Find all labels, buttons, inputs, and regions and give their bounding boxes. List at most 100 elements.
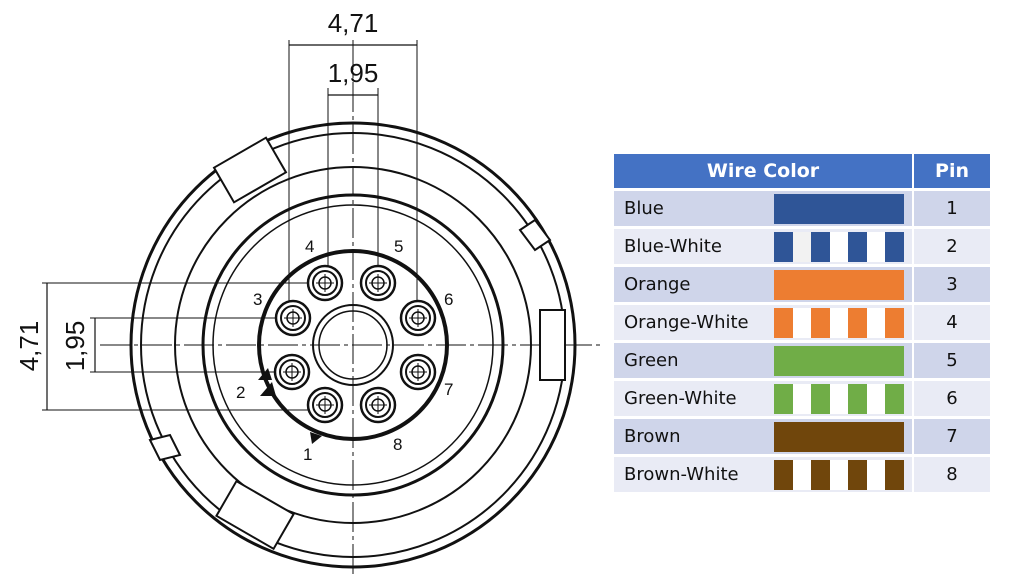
- wire-swatch-cell: [774, 267, 912, 302]
- wire-swatch-cell: [774, 343, 912, 378]
- wire-color-swatch: [774, 383, 905, 414]
- center-bore-inner: [318, 310, 388, 380]
- notch: [518, 218, 552, 252]
- table-row: Orange-White 4: [614, 305, 990, 340]
- swatch-stripe: [829, 459, 849, 490]
- swatch-fill: [774, 269, 904, 300]
- swatch-stripe: [848, 459, 867, 490]
- wire-name: Brown-White: [614, 457, 774, 492]
- pin-1: [306, 386, 344, 424]
- swatch-stripe: [885, 383, 905, 414]
- pin-7: [399, 353, 437, 391]
- pin-label-3: 3: [253, 290, 262, 309]
- wire-name: Green-White: [614, 381, 774, 416]
- swatch-stripe: [866, 307, 886, 338]
- coding-arrow: [260, 382, 276, 396]
- pin-number: 6: [912, 381, 990, 416]
- wire-swatch-cell: [774, 191, 912, 226]
- wire-swatch-cell: [774, 381, 912, 416]
- pin-number: 3: [912, 267, 990, 302]
- wire-color-swatch: [774, 193, 904, 224]
- swatch-stripe: [811, 459, 830, 490]
- wire-name: Orange: [614, 267, 774, 302]
- pin-label-2: 2: [236, 383, 245, 402]
- pin-label-4: 4: [305, 237, 314, 256]
- swatch-stripe: [848, 231, 867, 262]
- outer-ring: [129, 121, 577, 569]
- latch: [212, 136, 288, 204]
- table-row: Green 5: [614, 343, 990, 378]
- table-row: Blue 1: [614, 191, 990, 226]
- header-pin: Pin: [912, 154, 990, 188]
- pin-number: 7: [912, 419, 990, 454]
- latch: [539, 309, 566, 381]
- wire-name: Green: [614, 343, 774, 378]
- pin-insert: [257, 249, 449, 441]
- pin-label-5: 5: [394, 237, 403, 256]
- wire-color-swatch: [774, 459, 905, 490]
- center-bore: [312, 304, 394, 386]
- table-row: Green-White 6: [614, 381, 990, 416]
- swatch-stripe: [792, 383, 812, 414]
- pin-number: 5: [912, 343, 990, 378]
- swatch-fill: [774, 345, 904, 376]
- connector-drawing: 4,71 1,95 4,71 1,95 1 2 3 4 5 6 7 8: [14, 8, 600, 576]
- swatch-stripe: [829, 231, 849, 262]
- table-row: Brown 7: [614, 419, 990, 454]
- swatch-stripe: [848, 307, 867, 338]
- wire-swatch-cell: [774, 419, 912, 454]
- middle-ring: [174, 166, 532, 524]
- swatch-stripe: [774, 383, 793, 414]
- swatch-stripe: [792, 307, 812, 338]
- wire-swatch-cell: [774, 229, 912, 264]
- pin-number: 1: [912, 191, 990, 226]
- pin-8: [359, 386, 397, 424]
- swatch-stripe: [885, 307, 905, 338]
- swatch-stripe: [792, 231, 812, 262]
- wire-name: Blue-White: [614, 229, 774, 264]
- pin-label-7: 7: [444, 380, 453, 399]
- swatch-stripe: [829, 383, 849, 414]
- wire-swatch-cell: [774, 457, 912, 492]
- pin-number: 8: [912, 457, 990, 492]
- notch: [148, 433, 182, 462]
- swatch-stripe: [774, 459, 793, 490]
- wire-name: Orange-White: [614, 305, 774, 340]
- pin-label-1: 1: [303, 445, 312, 464]
- wire-name: Blue: [614, 191, 774, 226]
- wire-color-swatch: [774, 231, 905, 262]
- pin-label-6: 6: [444, 290, 453, 309]
- swatch-fill: [774, 193, 904, 224]
- swatch-stripe: [774, 231, 793, 262]
- swatch-stripe: [885, 459, 905, 490]
- dimension-outer-width: 4,71: [328, 8, 379, 38]
- coding-arrow: [258, 368, 272, 380]
- pin-5: [359, 264, 397, 302]
- table-row: Blue-White 2: [614, 229, 990, 264]
- wire-color-swatch: [774, 307, 905, 338]
- coupling-ring-inner: [212, 204, 494, 486]
- swatch-stripe: [866, 459, 886, 490]
- swatch-stripe: [774, 307, 793, 338]
- swatch-stripe: [848, 383, 867, 414]
- swatch-stripe: [811, 307, 830, 338]
- pin-2: [273, 353, 311, 391]
- latch: [215, 479, 295, 551]
- dimension-outer-height: 4,71: [14, 321, 44, 372]
- table-row: Orange 3: [614, 267, 990, 302]
- wire-color-swatch: [774, 269, 904, 300]
- wire-swatch-cell: [774, 305, 912, 340]
- pin-number: 4: [912, 305, 990, 340]
- table-row: Brown-White 8: [614, 457, 990, 492]
- swatch-stripe: [811, 231, 830, 262]
- swatch-fill: [774, 421, 904, 452]
- table-header-row: Wire Color Pin: [614, 154, 990, 188]
- coupling-ring: [201, 193, 505, 497]
- swatch-stripe: [885, 231, 905, 262]
- swatch-stripe: [792, 459, 812, 490]
- swatch-stripe: [866, 383, 886, 414]
- swatch-stripe: [829, 307, 849, 338]
- dimension-inner-width: 1,95: [328, 58, 379, 88]
- swatch-stripe: [811, 383, 830, 414]
- pin-label-8: 8: [393, 435, 402, 454]
